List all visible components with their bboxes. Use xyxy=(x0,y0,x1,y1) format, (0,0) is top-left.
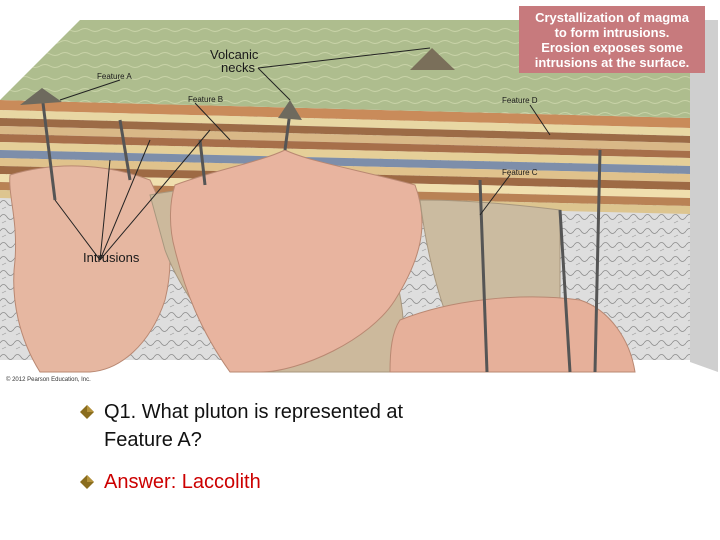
callout-line-2: to form intrusions. xyxy=(554,25,670,40)
label-pointers xyxy=(54,47,551,261)
label-intrusions: Intrusions xyxy=(83,250,140,265)
label-necks: necks xyxy=(221,60,255,75)
callout-line-1: Crystallization of magma xyxy=(535,10,689,25)
copyright-text: © 2012 Pearson Education, Inc. xyxy=(6,377,91,383)
volcanic-necks xyxy=(20,48,455,120)
label-feature-d: Feature D xyxy=(502,96,538,105)
answer-text: Answer: Laccolith xyxy=(104,471,261,493)
question-text: Q1. What pluton is represented at Featur… xyxy=(104,398,403,454)
dikes xyxy=(40,94,602,373)
label-volcanic: Volcanic xyxy=(210,47,259,62)
callout-box: Crystallization of magma to form intrusi… xyxy=(519,6,705,73)
block-diagram: Crystallization of magma to form intrusi… xyxy=(0,6,718,383)
bullet-icon xyxy=(80,475,94,489)
label-feature-b: Feature B xyxy=(188,95,224,104)
callout-line-4: intrusions at the surface. xyxy=(534,55,690,70)
bullet-icon xyxy=(80,405,94,419)
intrusion-bodies xyxy=(9,149,636,373)
question-line-2: Feature A? xyxy=(104,429,202,451)
land-surface xyxy=(0,20,690,118)
question-line-1: Q1. What pluton is represented at xyxy=(104,401,404,423)
block-diagram-svg xyxy=(0,20,718,373)
callout-line-3: Erosion exposes some xyxy=(541,40,683,55)
label-feature-a: Feature A xyxy=(97,72,132,81)
block-side-face xyxy=(690,20,718,372)
label-feature-c: Feature C xyxy=(502,168,538,177)
